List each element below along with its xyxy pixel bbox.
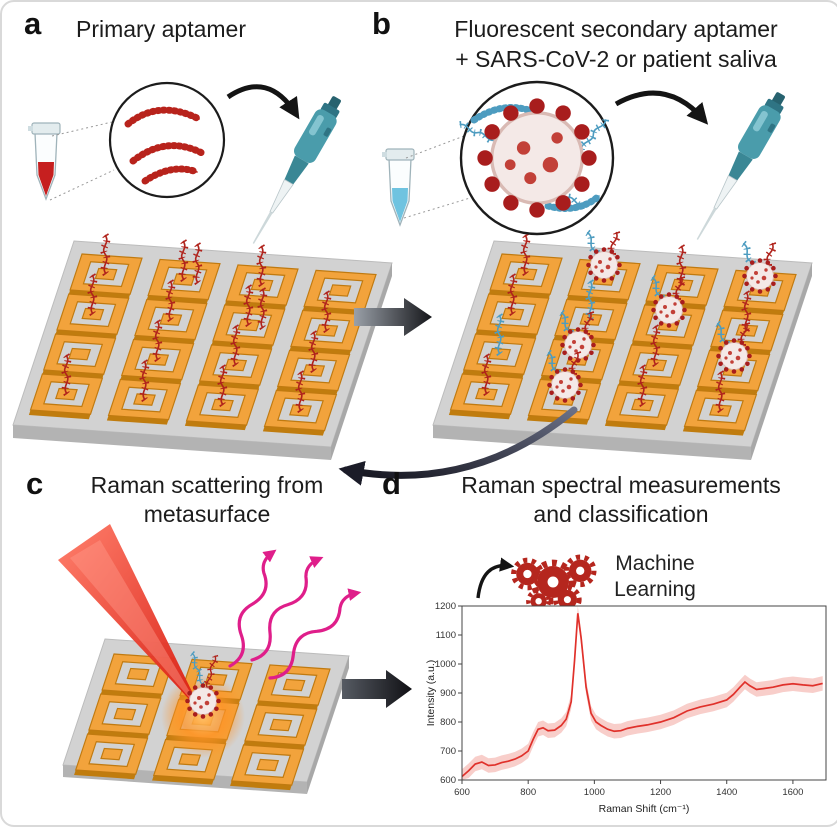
- panel-c-title-line1: Raman scattering from: [90, 472, 324, 498]
- panel-d-label: d: [382, 466, 401, 501]
- panel-d-title-line1: Raman spectral measurements: [461, 472, 781, 498]
- zoom-connector-lines-b: [403, 135, 471, 219]
- panel-b-title-line1: Fluorescent secondary aptamer: [454, 16, 778, 42]
- magnifier-circle-b: [459, 80, 615, 236]
- arrow-c-to-d: [342, 670, 412, 708]
- sample-tube-b-icon: [381, 148, 415, 226]
- metasurface-a: [13, 241, 392, 460]
- panel-b-label: b: [372, 6, 391, 41]
- panel-b-title-line2: + SARS-CoV-2 or patient saliva: [455, 46, 777, 72]
- x-tick-label: 1000: [584, 787, 605, 798]
- y-axis-label: Intensity (a.u.): [425, 660, 437, 727]
- x-axis-label: Raman Shift (cm⁻¹): [599, 803, 690, 815]
- raman-wave-icon: [246, 555, 324, 664]
- y-tick-label: 1000: [435, 659, 456, 670]
- spectrum-confidence-band: [462, 606, 823, 780]
- y-tick-label: 1100: [436, 630, 456, 641]
- sample-tube-a-icon: [27, 122, 61, 200]
- panel-a-label: a: [24, 6, 42, 41]
- spectrum-line: [461, 613, 823, 778]
- y-tick-label: 900: [440, 688, 456, 699]
- y-tick-label: 800: [440, 717, 456, 728]
- x-tick-label: 1200: [650, 787, 671, 798]
- arrow-b-to-c: [338, 406, 578, 486]
- arrow-to-machine-learning: [476, 557, 515, 599]
- pipette-a-icon: [242, 91, 349, 250]
- zoom-connector-lines-a: [49, 121, 115, 201]
- x-tick-label: 1600: [782, 787, 803, 798]
- panel-d-title-line2: and classification: [533, 501, 709, 527]
- panel-c-label: c: [26, 466, 44, 501]
- y-tick-label: 1200: [435, 601, 456, 612]
- aptamer-strands-in-circle-a: [124, 106, 206, 185]
- machine-learning-label-line1: Machine: [615, 552, 695, 575]
- x-tick-label: 800: [520, 787, 536, 798]
- machine-learning-label-line2: Learning: [614, 578, 696, 601]
- raman-spectrum-chart: 600 800 1000 1200 1400 1600 600 700 800 900 1000 11…: [425, 601, 827, 815]
- panel-c-title-line2: metasurface: [143, 501, 271, 527]
- laser-beam-core: [70, 540, 203, 714]
- x-tick-label: 600: [454, 787, 470, 798]
- x-tick-label: 1400: [716, 787, 737, 798]
- curved-arrow-a: [226, 84, 300, 120]
- curved-arrow-b: [614, 90, 709, 125]
- pipette-b-icon: [686, 87, 793, 246]
- y-tick-label: 600: [440, 775, 456, 786]
- y-tick-label: 700: [440, 746, 456, 757]
- secondary-aptamer-strands-in-circle-b: [470, 104, 603, 212]
- magnifier-circle-a: [108, 81, 226, 199]
- panel-a-title: Primary aptamer: [76, 16, 246, 42]
- arrow-a-to-b: [354, 298, 432, 336]
- laser-beam-icon: [58, 524, 203, 714]
